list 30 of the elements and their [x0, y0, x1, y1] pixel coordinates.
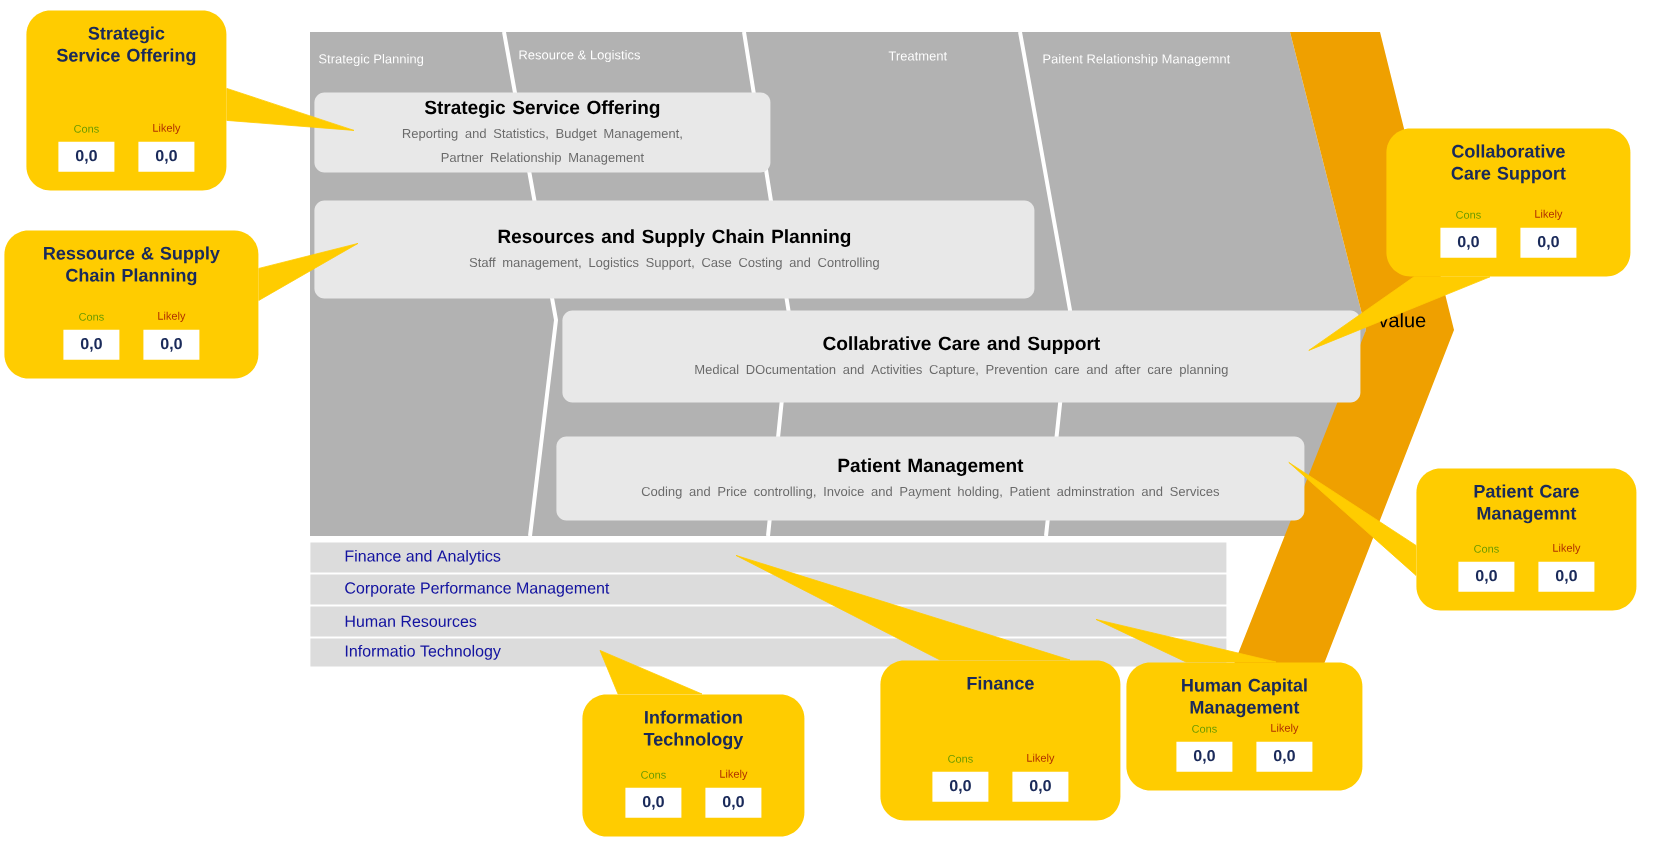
value-field: 0,0: [932, 771, 989, 802]
value-field: 0,0: [63, 329, 120, 360]
support-row: Corporate Performance Management: [310, 574, 1227, 605]
value-field: 0,0: [1538, 561, 1595, 592]
callout-pointer: [735, 555, 1071, 661]
callout-pointer: [599, 650, 703, 695]
callout-pointer: [226, 88, 355, 131]
value-field: 0,0: [58, 141, 115, 172]
axis-label: value: [1378, 312, 1426, 328]
value-field: 0,0: [705, 787, 762, 818]
support-row: Human Resources: [310, 606, 1227, 637]
node-label: Corporate Performance Management: [345, 581, 610, 597]
callout-pointer: [1308, 276, 1491, 351]
callout-pointer: [1288, 462, 1417, 576]
value-field: 0,0: [1458, 561, 1515, 592]
value-field: 0,0: [1256, 741, 1313, 772]
node-label: Finance and Analytics: [345, 549, 501, 565]
value-field: 0,0: [625, 787, 682, 818]
node-label: Finance: [967, 676, 1034, 690]
value-field: 0,0: [1440, 227, 1497, 258]
value-field: 0,0: [138, 141, 195, 172]
value-field: 0,0: [143, 329, 200, 360]
value-field: 0,0: [1012, 771, 1069, 802]
support-row: Finance and Analytics: [310, 542, 1227, 573]
value-field: 0,0: [1520, 227, 1577, 258]
callout-pointer: [1095, 619, 1277, 663]
node-label: Human Resources: [345, 615, 477, 627]
value-field: 0,0: [1176, 741, 1233, 772]
callout-pointer: [258, 243, 359, 301]
node-label: Informatio Technology: [345, 644, 501, 660]
